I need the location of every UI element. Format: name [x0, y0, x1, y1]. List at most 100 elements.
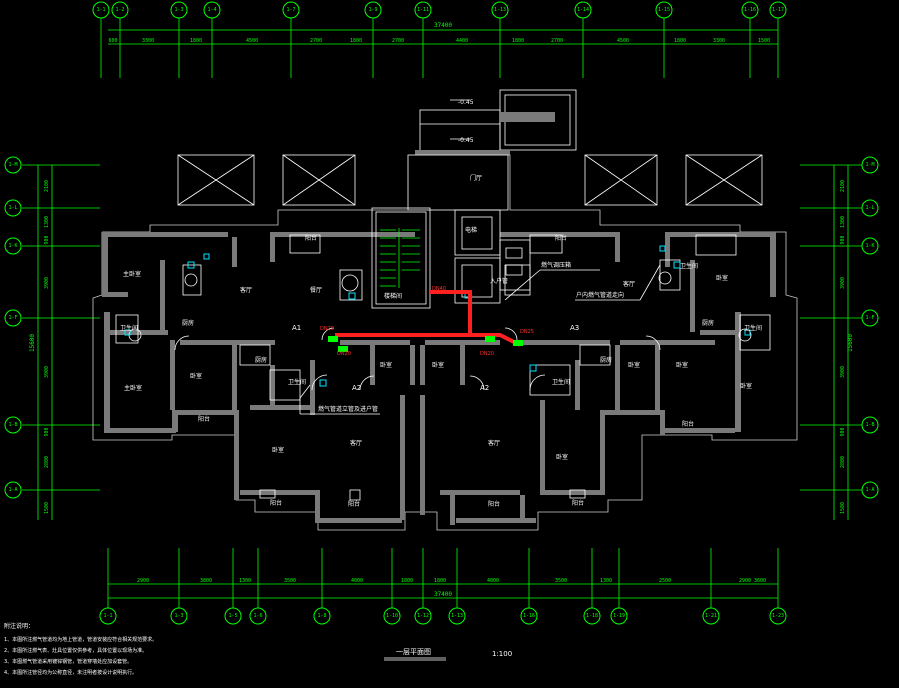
bottom-dimension-value: 1300 [600, 578, 612, 584]
axis-bubble-top-1-14: 1-14 [574, 1, 592, 19]
top-dimension-value: 4400 [456, 38, 468, 44]
left-dimension-value: 1300 [44, 216, 50, 228]
svg-text:1-21: 1-21 [705, 613, 717, 619]
level-mark-upper: -0.45 [458, 99, 474, 106]
svg-text:1-B: 1-B [8, 422, 17, 428]
svg-text:1-K: 1-K [8, 243, 17, 249]
svg-text:DN20: DN20 [480, 351, 494, 357]
axis-bubble-bottom-1-8: 1-8 [313, 607, 331, 625]
room-label-toilet-4: 卫生间 [120, 324, 138, 332]
axis-bubble-right-1-F: 1-F [861, 309, 879, 327]
top-total-dimension: 37400 [434, 22, 452, 29]
axis-bubble-top-1-1: 1-1 [92, 1, 110, 19]
building-walls [92, 154, 798, 531]
unit-label-a2-left: A2 [352, 384, 361, 392]
gas-meter-markers [124, 245, 751, 387]
svg-text:1-B: 1-B [865, 422, 874, 428]
top-dimension-value: 1800 [350, 38, 362, 44]
left-dimension-value: 2800 [44, 456, 50, 468]
room-label-bedroom-7: 卧室 [676, 361, 688, 369]
room-label-kitchen-right: 厨房 [702, 319, 714, 327]
axis-bubble-top-1-11: 1-11 [414, 1, 432, 19]
room-label-balcony-2: 阳台 [555, 234, 567, 242]
room-label-toilet-3: 卫生间 [680, 262, 698, 270]
room-label-bedroom-8: 卧室 [740, 382, 752, 390]
bottom-total-dimension: 37400 [434, 591, 452, 598]
top-dimension-value: 2700 [551, 38, 563, 44]
axis-bubble-top-1-7: 1-7 [282, 1, 300, 19]
right-dimension-value: 2100 [840, 180, 846, 192]
room-label-balcony-7: 阳台 [270, 499, 282, 507]
axis-bubble-bottom-1-18: 1-18 [583, 607, 601, 625]
axis-bubble-right-1-L: 1-L [861, 199, 879, 217]
svg-text:1-13: 1-13 [451, 613, 463, 619]
unit-label-a3: A3 [570, 324, 579, 332]
svg-text:1-1: 1-1 [103, 613, 112, 619]
bottom-dimension-value: 1300 [239, 578, 251, 584]
room-label-bedroom-6: 卧室 [628, 361, 640, 369]
gas-pipe-network: DN25 DN20 DN40 DN20 DN25 [320, 286, 534, 357]
axis-bubble-top-1-15: 1-15 [655, 1, 673, 19]
bottom-dimension-value: 2900 [739, 578, 751, 584]
top-dimension-value: 4500 [246, 38, 258, 44]
bottom-dimension-value: 3800 [200, 578, 212, 584]
room-label-toilet-2: 卫生间 [552, 378, 570, 386]
axis-bubble-right-1-B: 1-B [861, 416, 879, 434]
drawing-scale: 1:100 [492, 650, 512, 658]
room-label-lift: 电梯 [465, 226, 477, 234]
left-dimension-value: 3900 [44, 366, 50, 378]
axis-bubble-bottom-1-6: 1-6 [249, 607, 267, 625]
axis-bubble-bottom-1-23: 1-23 [769, 607, 787, 625]
top-dimension-value: 600 [108, 38, 117, 44]
axis-bubble-top-1-13: 1-13 [491, 1, 509, 19]
svg-text:1-18: 1-18 [586, 613, 598, 619]
svg-text:DN25: DN25 [520, 329, 534, 335]
axis-bubble-right-1-K: 1-K [861, 237, 879, 255]
entrance-canopy: -0.45 -0.45 门厅 [407, 89, 577, 211]
note-line-3: 3、本图燃气管道采用镀锌钢管，管道穿墙处应加设套管。 [4, 658, 132, 665]
bottom-dimension-value: 2500 [659, 578, 671, 584]
svg-text:1-K: 1-K [865, 243, 874, 249]
svg-text:1-A: 1-A [8, 487, 17, 493]
annotation-leaders [299, 264, 661, 415]
room-label-master-bedroom-left: 主卧室 [123, 270, 141, 278]
right-total-dimension: 15600 [847, 334, 854, 352]
svg-text:1-M: 1-M [8, 162, 17, 168]
bottom-dimension-value: 4000 [351, 578, 363, 584]
note-line-4: 4、本图所注管径均为公称直径，未注明者按设计说明执行。 [4, 669, 137, 676]
room-label-hall-left: 客厅 [240, 286, 252, 294]
room-label-kitchen-a2-right: 厨房 [600, 356, 612, 364]
note-line-1: 1、本图所注燃气管道均为地上管道，管道安装应符合相关规范要求。 [4, 636, 157, 643]
axis-bubble-right-1-M: 1-M [861, 156, 879, 174]
level-mark-lower: -0.45 [458, 137, 474, 144]
svg-text:1-16: 1-16 [523, 613, 535, 619]
room-label-stair: 楼梯间 [384, 292, 402, 300]
bottom-dimension-value: 1800 [434, 578, 446, 584]
svg-text:DN40: DN40 [432, 286, 446, 292]
axis-bubble-left-1-K: 1-K [4, 237, 22, 255]
right-dimension-value: 3900 [840, 366, 846, 378]
svg-text:1-3: 1-3 [174, 613, 183, 619]
annotation-center: 入户管 [490, 277, 508, 285]
axis-bubble-left-1-A: 1-A [4, 481, 22, 499]
left-total-dimension: 15600 [29, 334, 36, 352]
axis-bubble-bottom-1-10: 1-10 [383, 607, 401, 625]
right-dimension-value: 1300 [840, 216, 846, 228]
top-dimension-value: 3300 [142, 38, 154, 44]
bottom-dimension-value: 3500 [555, 578, 567, 584]
room-label-balcony-3: 阳台 [348, 500, 360, 508]
room-label-bedroom-5: 卧室 [556, 453, 568, 461]
room-label-balcony-6: 阳台 [682, 420, 694, 428]
svg-text:1-23: 1-23 [772, 613, 784, 619]
bottom-dimension-value: 2900 [137, 578, 149, 584]
bottom-dimension-value: 3500 [284, 578, 296, 584]
fixtures [115, 234, 771, 501]
room-label-balcony-5: 阳台 [198, 415, 210, 423]
annotation-left: 燃气管道立管及进户管 [318, 405, 378, 413]
axis-bubble-left-1-F: 1-F [4, 309, 22, 327]
room-label-balcony-4: 阳台 [488, 500, 500, 508]
svg-text:DN20: DN20 [337, 351, 351, 357]
top-dimension-value: 2700 [392, 38, 404, 44]
